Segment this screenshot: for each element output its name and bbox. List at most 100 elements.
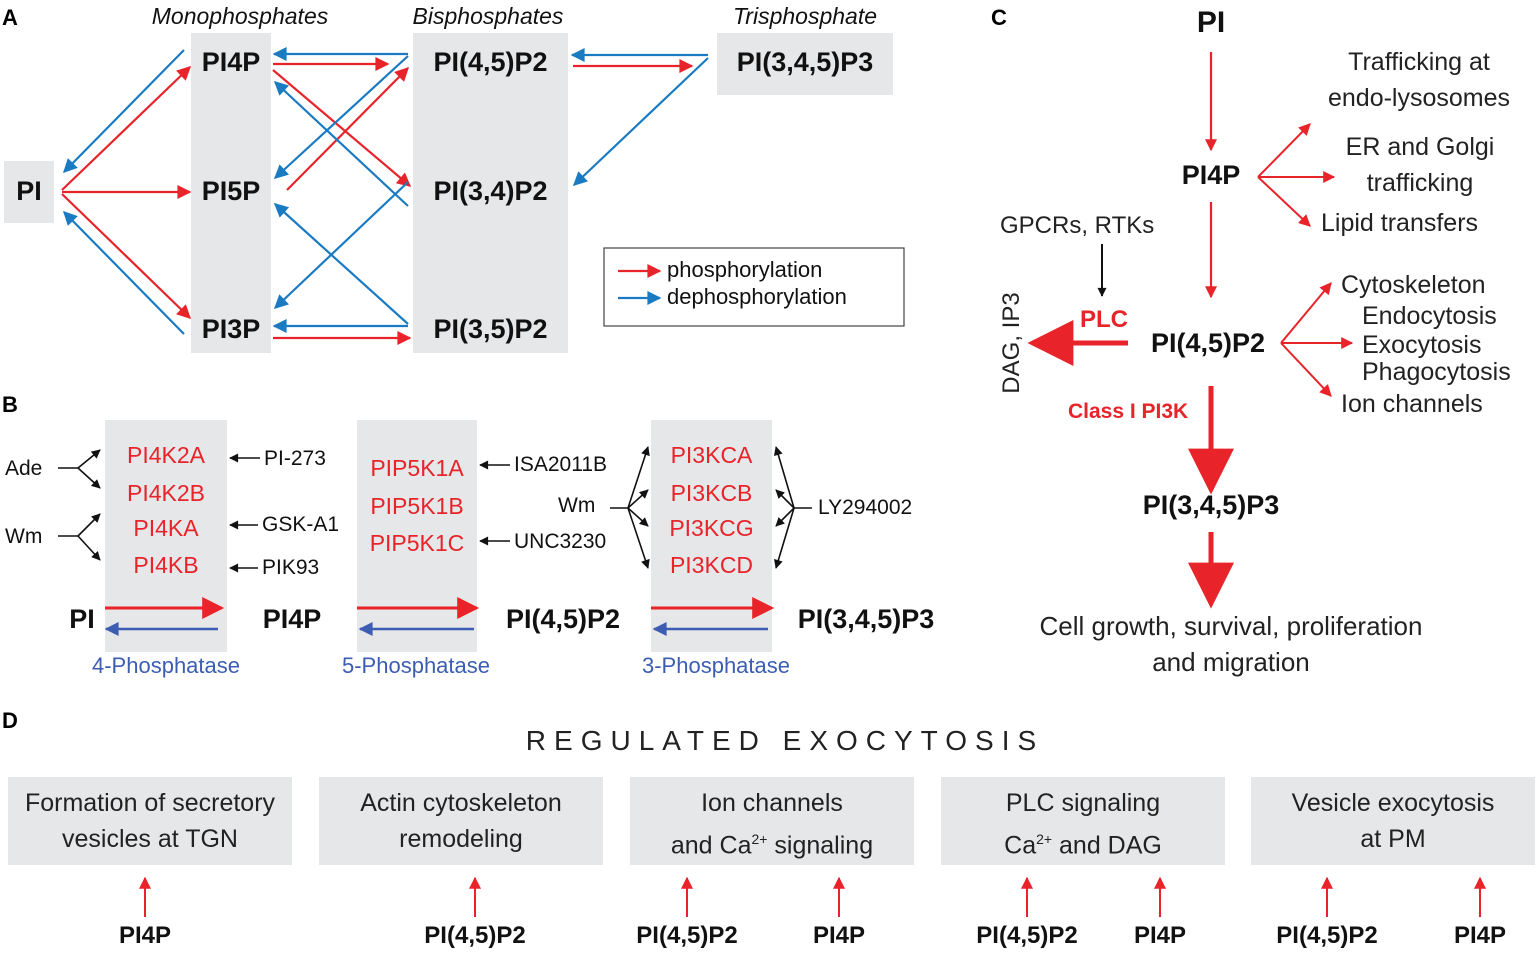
enzyme-pip5k1a: PIP5K1A (370, 455, 464, 481)
phosphatase-4: 4-Phosphatase (92, 653, 240, 678)
box-3-line-2-sup: 2+ (751, 831, 768, 847)
pi4p-function-1b: endo-lysosomes (1327, 84, 1511, 112)
panel-c-letter: C (991, 5, 1007, 30)
panel-d-title: REGULATED EXOCYTOSIS (525, 725, 1045, 756)
pi4p-function-2b: trafficking (1366, 169, 1474, 197)
box-4-line-2-sup: 2+ (1036, 831, 1053, 847)
inhibitor-ly294002: LY294002 (818, 496, 913, 519)
dag-ip3-label: DAG, IP3 (998, 292, 1025, 394)
node-pi: PI (16, 176, 42, 206)
panel-d-box-4-text: PLC signaling Ca2+ and DAG (941, 785, 1225, 863)
enzyme-pi4kb: PI4KB (133, 552, 199, 578)
box-5-lipid-pi45p2: PI(4,5)P2 (1276, 922, 1378, 949)
pip2-function-cytoskeleton: Cytoskeleton (1341, 271, 1486, 299)
outcome-line-2: and migration (1152, 647, 1310, 677)
panel-b-node-pi: PI (69, 604, 95, 634)
pip2-function-endocytosis: Endocytosis (1362, 302, 1497, 330)
panel-d-box-2-text: Actin cytoskeleton remodeling (319, 785, 603, 857)
header-bisphosphates: Bisphosphates (412, 3, 564, 29)
node-pi35p2: PI(3,5)P2 (433, 314, 548, 344)
outcome-line-1: Cell growth, survival, proliferation (1039, 611, 1423, 641)
inhibitor-gska1: GSK-A1 (262, 513, 340, 536)
legend-dephosphorylation: dephosphorylation (667, 284, 847, 309)
node-pi34p2: PI(3,4)P2 (433, 176, 548, 206)
phosphatase-3: 3-Phosphatase (642, 653, 790, 678)
pip2-function-exocytosis: Exocytosis (1362, 331, 1482, 359)
box-4-lipid-pi4p: PI4P (1133, 922, 1187, 949)
pip2-function-phagocytosis: Phagocytosis (1362, 358, 1511, 386)
box-3-lipid-pi45p2: PI(4,5)P2 (636, 922, 738, 949)
panel-d-box-3 (630, 777, 914, 865)
panel-a-pi-box (4, 161, 54, 223)
panel-c-node-pi45p2: PI(4,5)P2 (1150, 328, 1266, 358)
node-pip3: PI(3,4,5)P3 (736, 47, 874, 77)
panel-c-node-pi: PI (1196, 6, 1226, 39)
panel-d-box-3-text: Ion channels and Ca2+ signaling (630, 785, 914, 863)
panel-a-dephosphorylation-arrows (63, 47, 709, 335)
panel-c-node-pi4p: PI4P (1181, 160, 1241, 190)
gpcrs-rtks-label: GPCRs, RTKs (1000, 212, 1155, 239)
box-1-lipid-pi4p: PI4P (118, 922, 172, 949)
panel-d-arrows (139, 876, 1486, 917)
enzyme-pi4k2b: PI4K2B (127, 480, 205, 506)
panel-d-box-2 (319, 777, 603, 865)
pi4p-function-2a: ER and Golgi (1345, 133, 1495, 161)
panel-d-box-1-text: Formation of secretory vesicles at TGN (8, 785, 292, 857)
enzyme-pi3kca: PI3KCA (670, 442, 753, 468)
panel-c-arrows (1027, 52, 1354, 609)
box-3-lipid-pi4p: PI4P (812, 922, 866, 949)
box-3-line-2-post: signaling (767, 831, 874, 860)
panel-b-arrows (104, 597, 775, 636)
box-3-line-1: Ion channels (701, 789, 843, 817)
box-1-line-1: Formation of secretory (24, 789, 276, 817)
panel-c-node-pip3: PI(3,4,5)P3 (1142, 490, 1280, 520)
box-2-line-1: Actin cytoskeleton (360, 789, 562, 817)
panel-b-inhibitor-arrows (58, 446, 812, 573)
box-4-line-2-post: and DAG (1052, 831, 1162, 860)
box-4-line-2: Ca2+ and DAG (941, 821, 1225, 863)
pi4p-function-1a: Trafficking at (1348, 48, 1490, 76)
header-monophosphates: Monophosphates (151, 3, 329, 29)
legend-phosphorylation: phosphorylation (667, 257, 823, 282)
pi4p-function-3: Lipid transfers (1321, 209, 1479, 237)
panel-b-node-pi4p: PI4P (262, 604, 322, 634)
panel-a-bis-box (413, 33, 568, 353)
enzyme-pip5k1b: PIP5K1B (370, 493, 464, 519)
panel-d-box-5-text: Vesicle exocytosis at PM (1251, 785, 1535, 857)
inhibitor-isa2011b: ISA2011B (514, 453, 608, 476)
panel-d-box-4 (941, 777, 1225, 865)
panel-a-mono-box (191, 33, 271, 353)
inhibitor-pik93: PIK93 (262, 556, 320, 579)
panel-d-letter: D (2, 708, 18, 733)
box-4-line-2-pre: Ca (1004, 831, 1037, 860)
box-1-line-2: vesicles at TGN (62, 825, 238, 853)
box-5-line-2: at PM (1360, 825, 1426, 853)
panel-b-letter: B (2, 392, 18, 417)
enzyme-pi4k2a: PI4K2A (127, 442, 205, 468)
panel-b-pi3k-box (651, 420, 772, 652)
plc-label: PLC (1080, 306, 1128, 333)
node-pi45p2: PI(4,5)P2 (433, 47, 548, 77)
panel-a-phosphorylation-arrows (61, 57, 694, 345)
class-i-pi3k-label: Class I PI3K (1068, 400, 1189, 423)
enzyme-pi3kcd: PI3KCD (669, 552, 754, 578)
panel-b-node-pip3: PI(3,4,5)P3 (797, 604, 935, 634)
box-3-line-2-pre: and Ca (670, 831, 752, 860)
panel-a-letter: A (2, 5, 18, 30)
node-pi4p: PI4P (201, 47, 261, 77)
node-pi3p: PI3P (201, 314, 261, 344)
inhibitor-wm-pi3k: Wm (558, 494, 596, 517)
enzyme-pip5k1c: PIP5K1C (369, 530, 465, 556)
box-5-line-1: Vesicle exocytosis (1291, 789, 1495, 817)
box-4-line-1: PLC signaling (1005, 789, 1161, 817)
panel-a-tris-box (717, 33, 893, 95)
panel-b-node-pi45p2: PI(4,5)P2 (505, 604, 621, 634)
panel-d-box-5 (1251, 777, 1535, 865)
box-2-line-2: remodeling (399, 825, 523, 853)
node-pi5p: PI5P (201, 176, 261, 206)
box-2-lipid-pi45p2: PI(4,5)P2 (424, 922, 526, 949)
inhibitor-ade: Ade (5, 457, 43, 480)
enzyme-pi3kcg: PI3KCG (669, 515, 754, 541)
inhibitor-wm-pi4k: Wm (5, 525, 43, 548)
box-4-lipid-pi45p2: PI(4,5)P2 (976, 922, 1078, 949)
